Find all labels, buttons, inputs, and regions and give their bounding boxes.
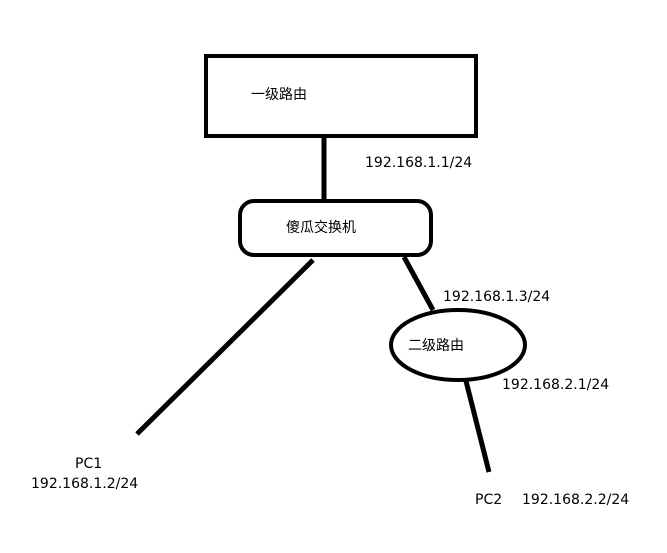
- switch-box: [238, 199, 433, 257]
- link-switch-router2: [401, 255, 436, 312]
- pc2-label: PC2: [475, 492, 503, 508]
- switch-label: 傻瓜交换机: [286, 220, 356, 236]
- pc1-label: PC1: [75, 456, 103, 472]
- router2-ellipse: [389, 308, 527, 382]
- router2-upstream-ip-label: 192.168.1.3/24: [443, 289, 551, 305]
- link-router2-pc2: [463, 380, 492, 473]
- router1-label: 一级路由: [251, 87, 307, 103]
- router1-ip-label: 192.168.1.1/24: [365, 155, 473, 171]
- router2-downstream-ip-label: 192.168.2.1/24: [502, 377, 610, 393]
- router2-label: 二级路由: [408, 338, 464, 354]
- link-switch-pc1: [135, 258, 315, 436]
- pc1-ip-label: 192.168.1.2/24: [31, 476, 139, 492]
- pc2-ip-label: 192.168.2.2/24: [522, 492, 630, 508]
- router1-box: [204, 54, 478, 138]
